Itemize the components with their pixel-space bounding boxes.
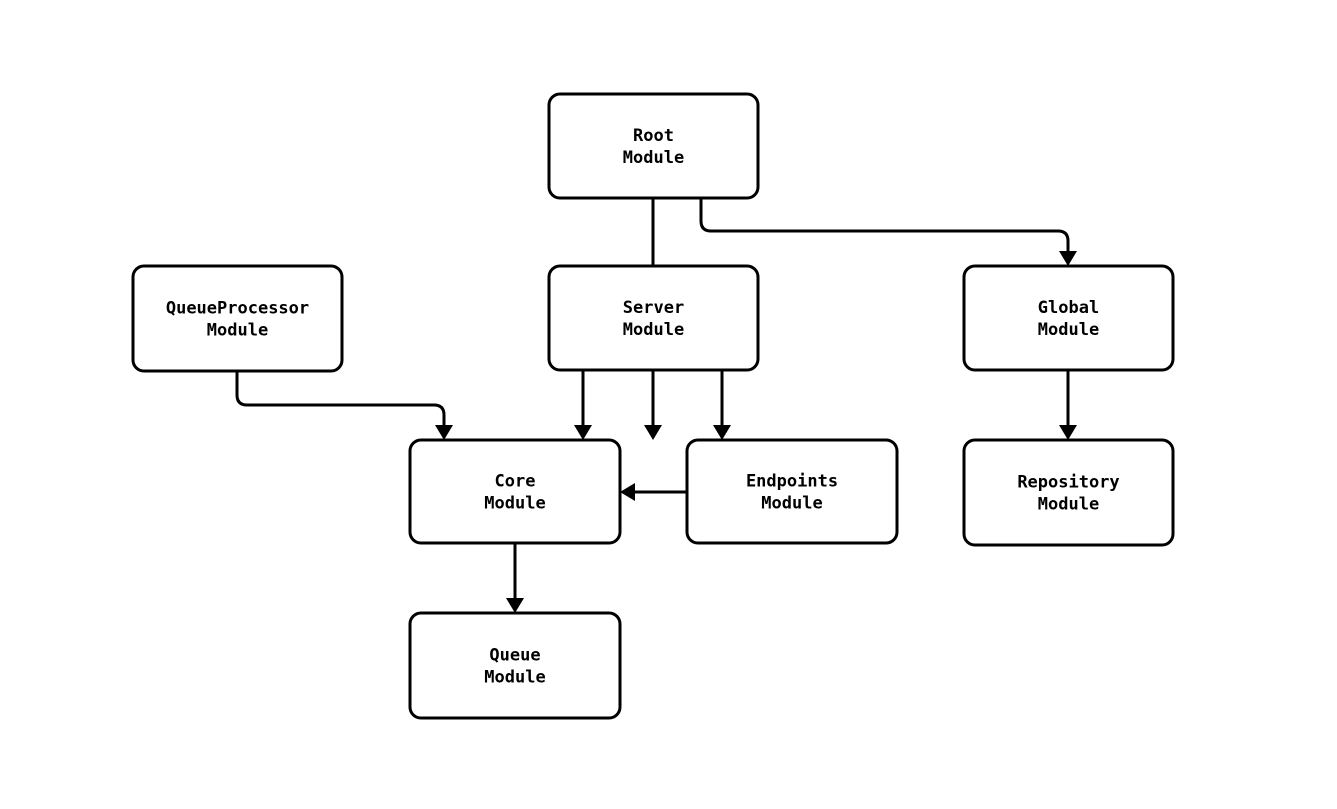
arrow-queueprocessor-to-core-icon: [435, 425, 453, 440]
node-endpoints-label-line2: Module: [761, 494, 822, 514]
node-global-label-line2: Module: [1038, 320, 1099, 340]
node-endpoints-label-line1: Endpoints: [746, 472, 838, 492]
node-root-box[interactable]: [547, 92, 760, 200]
edge-root-to-global: [699, 198, 1070, 251]
node-queue-label-line1: Queue: [489, 646, 540, 666]
node-queue-box[interactable]: [408, 611, 622, 720]
node-server-label-line1: Server: [623, 298, 684, 318]
node-global-label-line1: Global: [1038, 298, 1099, 318]
node-repository-box[interactable]: [962, 438, 1175, 547]
edges-layer: [235, 198, 1070, 598]
node-core-label-line2: Module: [484, 494, 545, 514]
node-root-label-line1: Root: [633, 126, 674, 146]
nodes-layer: RootModuleQueueProcessorModuleServerModu…: [131, 92, 1175, 720]
node-queueprocessor-box[interactable]: [131, 264, 344, 373]
node-repository-label-line2: Module: [1038, 495, 1099, 515]
node-root-label-line2: Module: [623, 148, 684, 168]
arrow-global-to-repository-icon: [1059, 425, 1077, 440]
node-endpoints-box[interactable]: [685, 438, 899, 545]
node-repository-label-line1: Repository: [1017, 473, 1119, 493]
node-core-label-line1: Core: [495, 472, 536, 492]
node-core-box[interactable]: [408, 438, 622, 545]
node-queueprocessor-label-line2: Module: [207, 321, 268, 341]
node-queueprocessor-label-line1: QueueProcessor: [166, 299, 309, 319]
arrow-root-to-global-icon: [1059, 251, 1077, 266]
arrowheads-layer: [435, 251, 1077, 613]
node-global-box[interactable]: [962, 264, 1175, 372]
edge-queueprocessor-to-core: [235, 371, 446, 425]
node-server-label-line2: Module: [623, 320, 684, 340]
arrow-core-to-queue-icon: [506, 598, 524, 613]
arrow-server-to-core-icon: [574, 425, 592, 440]
arrow-server-to-endpoints-icon: [713, 425, 731, 440]
node-queue-label-line2: Module: [484, 668, 545, 688]
node-server-box[interactable]: [547, 264, 760, 372]
arrow-root-to-server-icon: [644, 425, 662, 440]
arrow-endpoints-to-core-icon: [620, 483, 635, 501]
